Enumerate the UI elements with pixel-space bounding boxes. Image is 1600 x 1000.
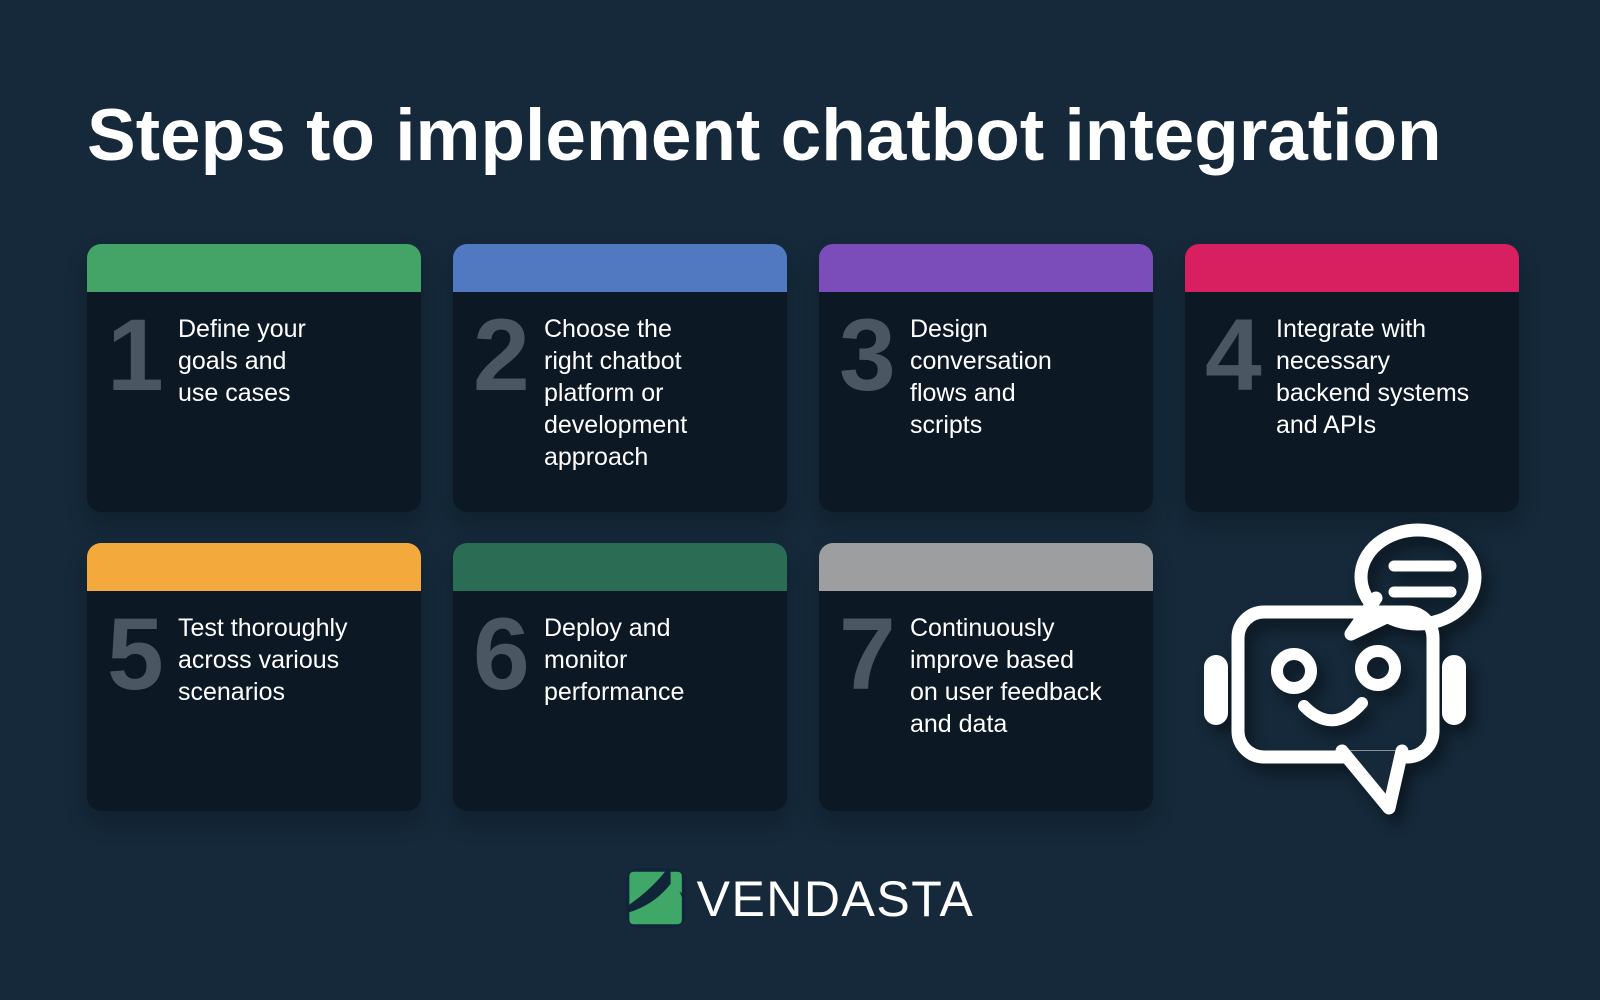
- step-card-5: 5 Test thoroughly across various scenari…: [87, 543, 421, 811]
- step-accent-bar: [819, 244, 1153, 292]
- step-card-3: 3 Design conversation flows and scripts: [819, 244, 1153, 512]
- speech-bubble-icon: [1354, 523, 1482, 631]
- robot-eye-left: [1271, 648, 1317, 694]
- step-card-body: 3 Design conversation flows and scripts: [819, 292, 1153, 512]
- step-number: 4: [1205, 298, 1262, 412]
- chatbot-illustration-cell: [1185, 523, 1519, 815]
- step-card-body: 2 Choose the right chatbot platform or d…: [453, 292, 787, 512]
- step-card-body: 6 Deploy and monitor performance: [453, 591, 787, 811]
- step-card-body: 1 Define your goals and use cases: [87, 292, 421, 512]
- step-card-7: 7 Continuously improve based on user fee…: [819, 543, 1153, 811]
- step-number: 7: [839, 597, 896, 711]
- step-card-2: 2 Choose the right chatbot platform or d…: [453, 244, 787, 512]
- vendasta-logo: VENDASTA: [625, 868, 975, 928]
- robot-head: [1231, 605, 1440, 764]
- robot-smile: [1298, 697, 1368, 727]
- step-card-body: 7 Continuously improve based on user fee…: [819, 591, 1153, 811]
- step-accent-bar: [87, 543, 421, 591]
- step-text: Deploy and monitor performance: [544, 614, 685, 706]
- vendasta-logo-mark-icon: [625, 868, 686, 928]
- step-text: Test thoroughly across various scenarios: [178, 614, 348, 706]
- step-number: 3: [839, 298, 896, 412]
- step-card-1: 1 Define your goals and use cases: [87, 244, 421, 512]
- chatbot-robot-icon: [1204, 523, 1482, 815]
- step-number: 5: [107, 597, 164, 711]
- step-accent-bar: [453, 244, 787, 292]
- step-card-body: 4 Integrate with necessary backend syste…: [1185, 292, 1519, 512]
- vendasta-wordmark: VENDASTA: [696, 871, 975, 927]
- step-accent-bar: [819, 543, 1153, 591]
- page-title: Steps to implement chatbot integration: [87, 95, 1442, 176]
- step-number: 1: [107, 298, 164, 412]
- step-accent-bar: [453, 543, 787, 591]
- step-accent-bar: [1185, 244, 1519, 292]
- step-text: Integrate with necessary backend systems…: [1276, 315, 1470, 439]
- step-number: 2: [473, 298, 530, 412]
- step-text: Design conversation flows and scripts: [910, 315, 1052, 439]
- step-text: Define your goals and use cases: [178, 315, 306, 407]
- robot-eye-right: [1355, 645, 1401, 691]
- robot-head-tail: [1335, 744, 1409, 815]
- step-text: Choose the right chatbot platform or dev…: [544, 315, 688, 471]
- robot-ear-right: [1442, 655, 1466, 725]
- steps-grid: 1 Define your goals and use cases 2 Choo…: [87, 244, 1519, 815]
- robot-ear-left: [1204, 655, 1228, 725]
- step-card-4: 4 Integrate with necessary backend syste…: [1185, 244, 1519, 512]
- step-text: Continuously improve based on user feedb…: [910, 614, 1102, 738]
- step-card-body: 5 Test thoroughly across various scenari…: [87, 591, 421, 811]
- step-accent-bar: [87, 244, 421, 292]
- step-card-6: 6 Deploy and monitor performance: [453, 543, 787, 811]
- step-number: 6: [473, 597, 530, 711]
